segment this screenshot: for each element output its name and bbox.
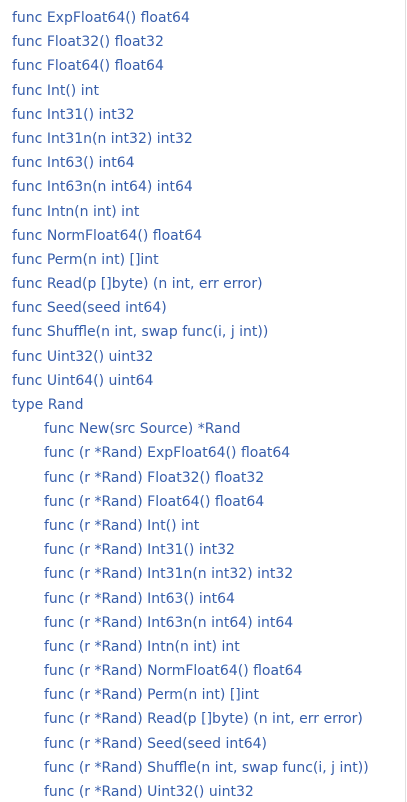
func-link[interactable]: func Perm(n int) []int	[12, 251, 159, 268]
type-rand-link[interactable]: type Rand	[12, 397, 84, 413]
list-item: func (r *Rand) ExpFloat64() float64	[12, 441, 405, 465]
list-item: func (r *Rand) Uint32() uint32	[12, 780, 405, 802]
list-item: func Shuffle(n int, swap func(i, j int))	[12, 320, 405, 344]
list-item: func Uint32() uint32	[12, 345, 405, 369]
method-link[interactable]: func (r *Rand) Perm(n int) []int	[44, 687, 259, 704]
list-item: func Float32() float32	[12, 30, 405, 54]
method-link[interactable]: func (r *Rand) Int63() int64	[44, 590, 235, 607]
method-link[interactable]: func New(src Source) *Rand	[44, 421, 241, 438]
func-link[interactable]: func Uint32() uint32	[12, 348, 154, 365]
list-item: func (r *Rand) Read(p []byte) (n int, er…	[12, 707, 405, 731]
func-link[interactable]: func Read(p []byte) (n int, err error)	[12, 276, 263, 293]
method-link[interactable]: func (r *Rand) Float64() float64	[44, 493, 265, 510]
list-item: func (r *Rand) NormFloat64() float64	[12, 659, 405, 683]
list-item: func Intn(n int) int	[12, 200, 405, 224]
method-link[interactable]: func (r *Rand) Read(p []byte) (n int, er…	[44, 711, 363, 728]
func-link[interactable]: func Int31n(n int32) int32	[12, 130, 193, 147]
func-link[interactable]: func Int() int	[12, 82, 99, 99]
func-link[interactable]: func Int63n(n int64) int64	[12, 179, 193, 196]
list-item: func (r *Rand) Intn(n int) int	[12, 635, 405, 659]
func-link[interactable]: func Uint64() uint64	[12, 372, 154, 389]
list-item: type Rand	[12, 393, 405, 417]
method-link[interactable]: func (r *Rand) Int31n(n int32) int32	[44, 566, 294, 583]
list-item: func (r *Rand) Int31n(n int32) int32	[12, 562, 405, 586]
func-link[interactable]: func Intn(n int) int	[12, 203, 140, 220]
list-item: func Int63n(n int64) int64	[12, 175, 405, 199]
list-item: func Int63() int64	[12, 151, 405, 175]
list-item: func (r *Rand) Shuffle(n int, swap func(…	[12, 756, 405, 780]
func-link[interactable]: func ExpFloat64() float64	[12, 10, 190, 26]
method-link[interactable]: func (r *Rand) Int63n(n int64) int64	[44, 614, 294, 631]
list-item: func Perm(n int) []int	[12, 248, 405, 272]
method-link[interactable]: func (r *Rand) Float32() float32	[44, 469, 265, 486]
method-link[interactable]: func (r *Rand) Seed(seed int64)	[44, 735, 268, 752]
list-item: func Int31() int32	[12, 103, 405, 127]
func-link[interactable]: func Seed(seed int64)	[12, 300, 167, 317]
list-item: func Uint64() uint64	[12, 369, 405, 393]
list-item: func Int31n(n int32) int32	[12, 127, 405, 151]
method-link[interactable]: func (r *Rand) NormFloat64() float64	[44, 663, 303, 680]
func-link[interactable]: func Int31() int32	[12, 106, 135, 123]
list-item: func Float64() float64	[12, 54, 405, 78]
method-link[interactable]: func (r *Rand) Int31() int32	[44, 542, 235, 559]
func-link[interactable]: func Shuffle(n int, swap func(i, j int))	[12, 324, 269, 341]
list-item: func ExpFloat64() float64	[12, 6, 405, 30]
func-link[interactable]: func Float64() float64	[12, 58, 164, 75]
func-link[interactable]: func Float32() float32	[12, 34, 164, 51]
list-item: func NormFloat64() float64	[12, 224, 405, 248]
list-item: func (r *Rand) Float32() float32	[12, 466, 405, 490]
list-item: func Read(p []byte) (n int, err error)	[12, 272, 405, 296]
method-link[interactable]: func (r *Rand) Intn(n int) int	[44, 638, 240, 655]
list-item: func (r *Rand) Seed(seed int64)	[12, 732, 405, 756]
list-item: func (r *Rand) Int31() int32	[12, 538, 405, 562]
func-link[interactable]: func NormFloat64() float64	[12, 227, 203, 244]
method-link[interactable]: func (r *Rand) Shuffle(n int, swap func(…	[44, 759, 369, 776]
list-item: func Seed(seed int64)	[12, 296, 405, 320]
list-item: func (r *Rand) Perm(n int) []int	[12, 683, 405, 707]
method-link[interactable]: func (r *Rand) Int() int	[44, 517, 200, 534]
list-item: func (r *Rand) Float64() float64	[12, 490, 405, 514]
list-item: func New(src Source) *Rand	[12, 417, 405, 441]
list-item: func (r *Rand) Int63n(n int64) int64	[12, 611, 405, 635]
list-item: func Int() int	[12, 79, 405, 103]
method-link[interactable]: func (r *Rand) ExpFloat64() float64	[44, 445, 291, 462]
func-link[interactable]: func Int63() int64	[12, 155, 135, 172]
list-item: func (r *Rand) Int63() int64	[12, 587, 405, 611]
method-link[interactable]: func (r *Rand) Uint32() uint32	[44, 784, 254, 800]
list-item: func (r *Rand) Int() int	[12, 514, 405, 538]
